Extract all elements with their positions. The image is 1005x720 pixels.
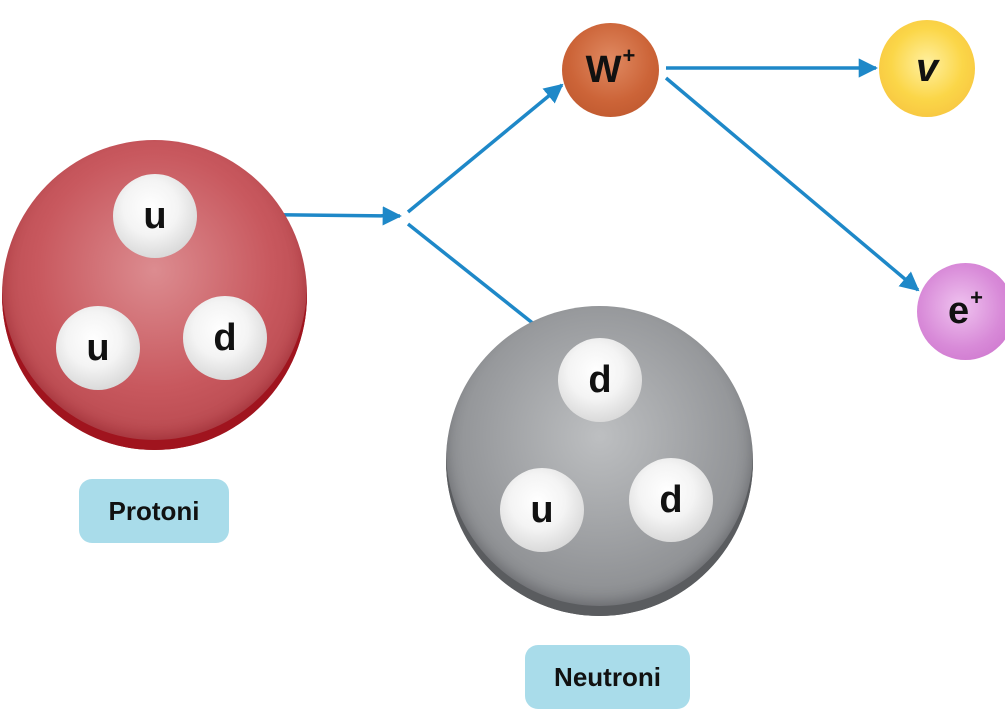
proton-label: Protoni: [79, 479, 229, 543]
positron-charge: +: [970, 284, 983, 310]
w-boson-symbol: W: [585, 48, 622, 91]
neutron-label: Neutroni: [525, 645, 690, 709]
neutrino-particle: v: [879, 20, 975, 117]
w-boson-charge: +: [622, 43, 636, 68]
arrow-vertex-to-w: [406, 83, 564, 214]
proton-quark-u-bottom-left: u: [56, 306, 140, 390]
neutron-quark-d-right: d: [629, 458, 713, 542]
proton-quark-u-top: u: [113, 174, 197, 258]
arrow-w-to-positron: [664, 76, 920, 292]
w-boson-particle: W+: [562, 23, 659, 117]
neutron-quark-d-top: d: [558, 338, 642, 422]
positron-particle: e+: [917, 263, 1005, 360]
neutron-quark-u: u: [500, 468, 584, 552]
proton-quark-d: d: [183, 296, 267, 380]
neutrino-symbol: v: [915, 46, 939, 90]
positron-symbol: e: [948, 290, 970, 332]
